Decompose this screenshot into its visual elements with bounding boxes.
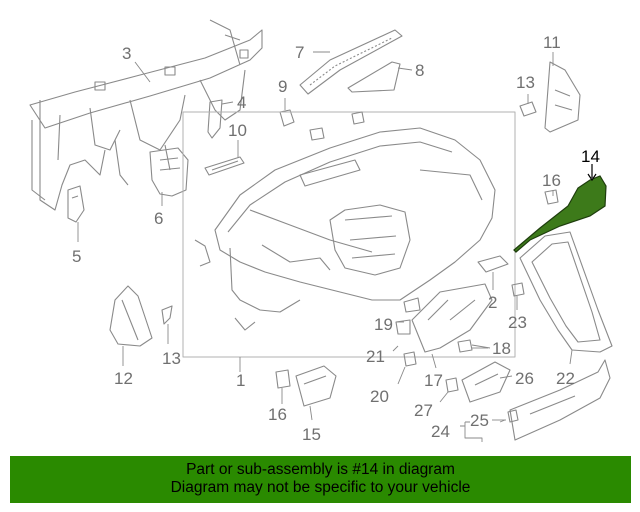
trim-part-26 [461,361,511,403]
callout-5: 5 [72,247,81,266]
clip-part-20 [403,351,417,367]
callout-19: 19 [374,315,393,334]
callout-12: 12 [114,369,133,388]
callout-13-right: 13 [516,73,535,92]
screw-part-18 [457,339,491,353]
notice-line-part: Part or sub-assembly is #14 in diagram [186,461,455,478]
callout-25: 25 [470,411,489,430]
vent-trim-part-7 [299,29,403,95]
side-panel-part-11 [544,61,581,133]
callout-8: 8 [415,61,424,80]
bracket-part-4 [207,99,223,139]
console-trim-part-22 [519,231,613,353]
callout-15: 15 [302,425,321,444]
callout-20: 20 [370,387,389,406]
cover-part-12 [109,285,153,347]
callout-labels: 3 7 8 9 4 10 11 13 16 14 6 5 2 23 19 21 … [72,33,600,444]
crossmember-frame-part [29,19,263,211]
callout-10: 10 [228,121,247,140]
trim-part-15 [295,365,337,407]
notice-line-disclaimer: Diagram may not be specific to your vehi… [170,479,471,496]
callout-22: 22 [556,369,575,388]
clip-part-19 [403,297,421,313]
bracket-part-5 [67,185,85,223]
callout-6: 6 [154,209,163,228]
callout-11: 11 [543,33,561,52]
clip-part-25 [507,409,519,423]
callout-23: 23 [508,313,527,332]
clip-part-13-right [519,101,537,117]
instrument-panel-frame [182,111,516,358]
callout-14: 14 [581,147,600,166]
clip-part-21 [395,319,411,335]
diagram-notice-banner: Part or sub-assembly is #14 in diagram D… [10,456,631,503]
callout-4: 4 [237,93,246,112]
callout-16-right: 16 [542,171,561,190]
callout-17: 17 [424,371,443,390]
callout-21: 21 [366,347,385,366]
callout-3: 3 [122,44,131,63]
clip-part-13-left [161,305,173,325]
callout-2: 2 [488,293,497,312]
callout-7: 7 [295,43,304,62]
leader-lines [77,51,573,442]
parts-diagram: 3 7 8 9 4 10 11 13 16 14 6 5 2 23 19 21 … [29,19,613,444]
callout-24: 24 [431,422,450,441]
trim-part-2 [477,255,509,273]
bracket-part-6 [149,147,189,197]
callout-26: 26 [515,369,534,388]
callout-13-left: 13 [162,349,181,368]
lower-trim-part-17 [411,283,493,353]
callout-27: 27 [414,401,433,420]
clip-part-9 [279,109,295,127]
callout-18: 18 [492,339,511,358]
callout-16-bottom: 16 [268,405,287,424]
instrument-panel-part [194,111,496,331]
callout-9: 9 [278,77,287,96]
highlighted-part-14 [513,164,607,253]
clip-part-23 [511,282,525,297]
trim-part-8 [347,61,401,93]
clip-part-16-bottom [275,369,291,389]
callout-1: 1 [236,371,245,390]
clip-part-27 [445,377,459,393]
knee-panel-part-24 [509,359,611,441]
clip-part-16-right [544,189,559,205]
trim-part-10 [204,156,245,176]
